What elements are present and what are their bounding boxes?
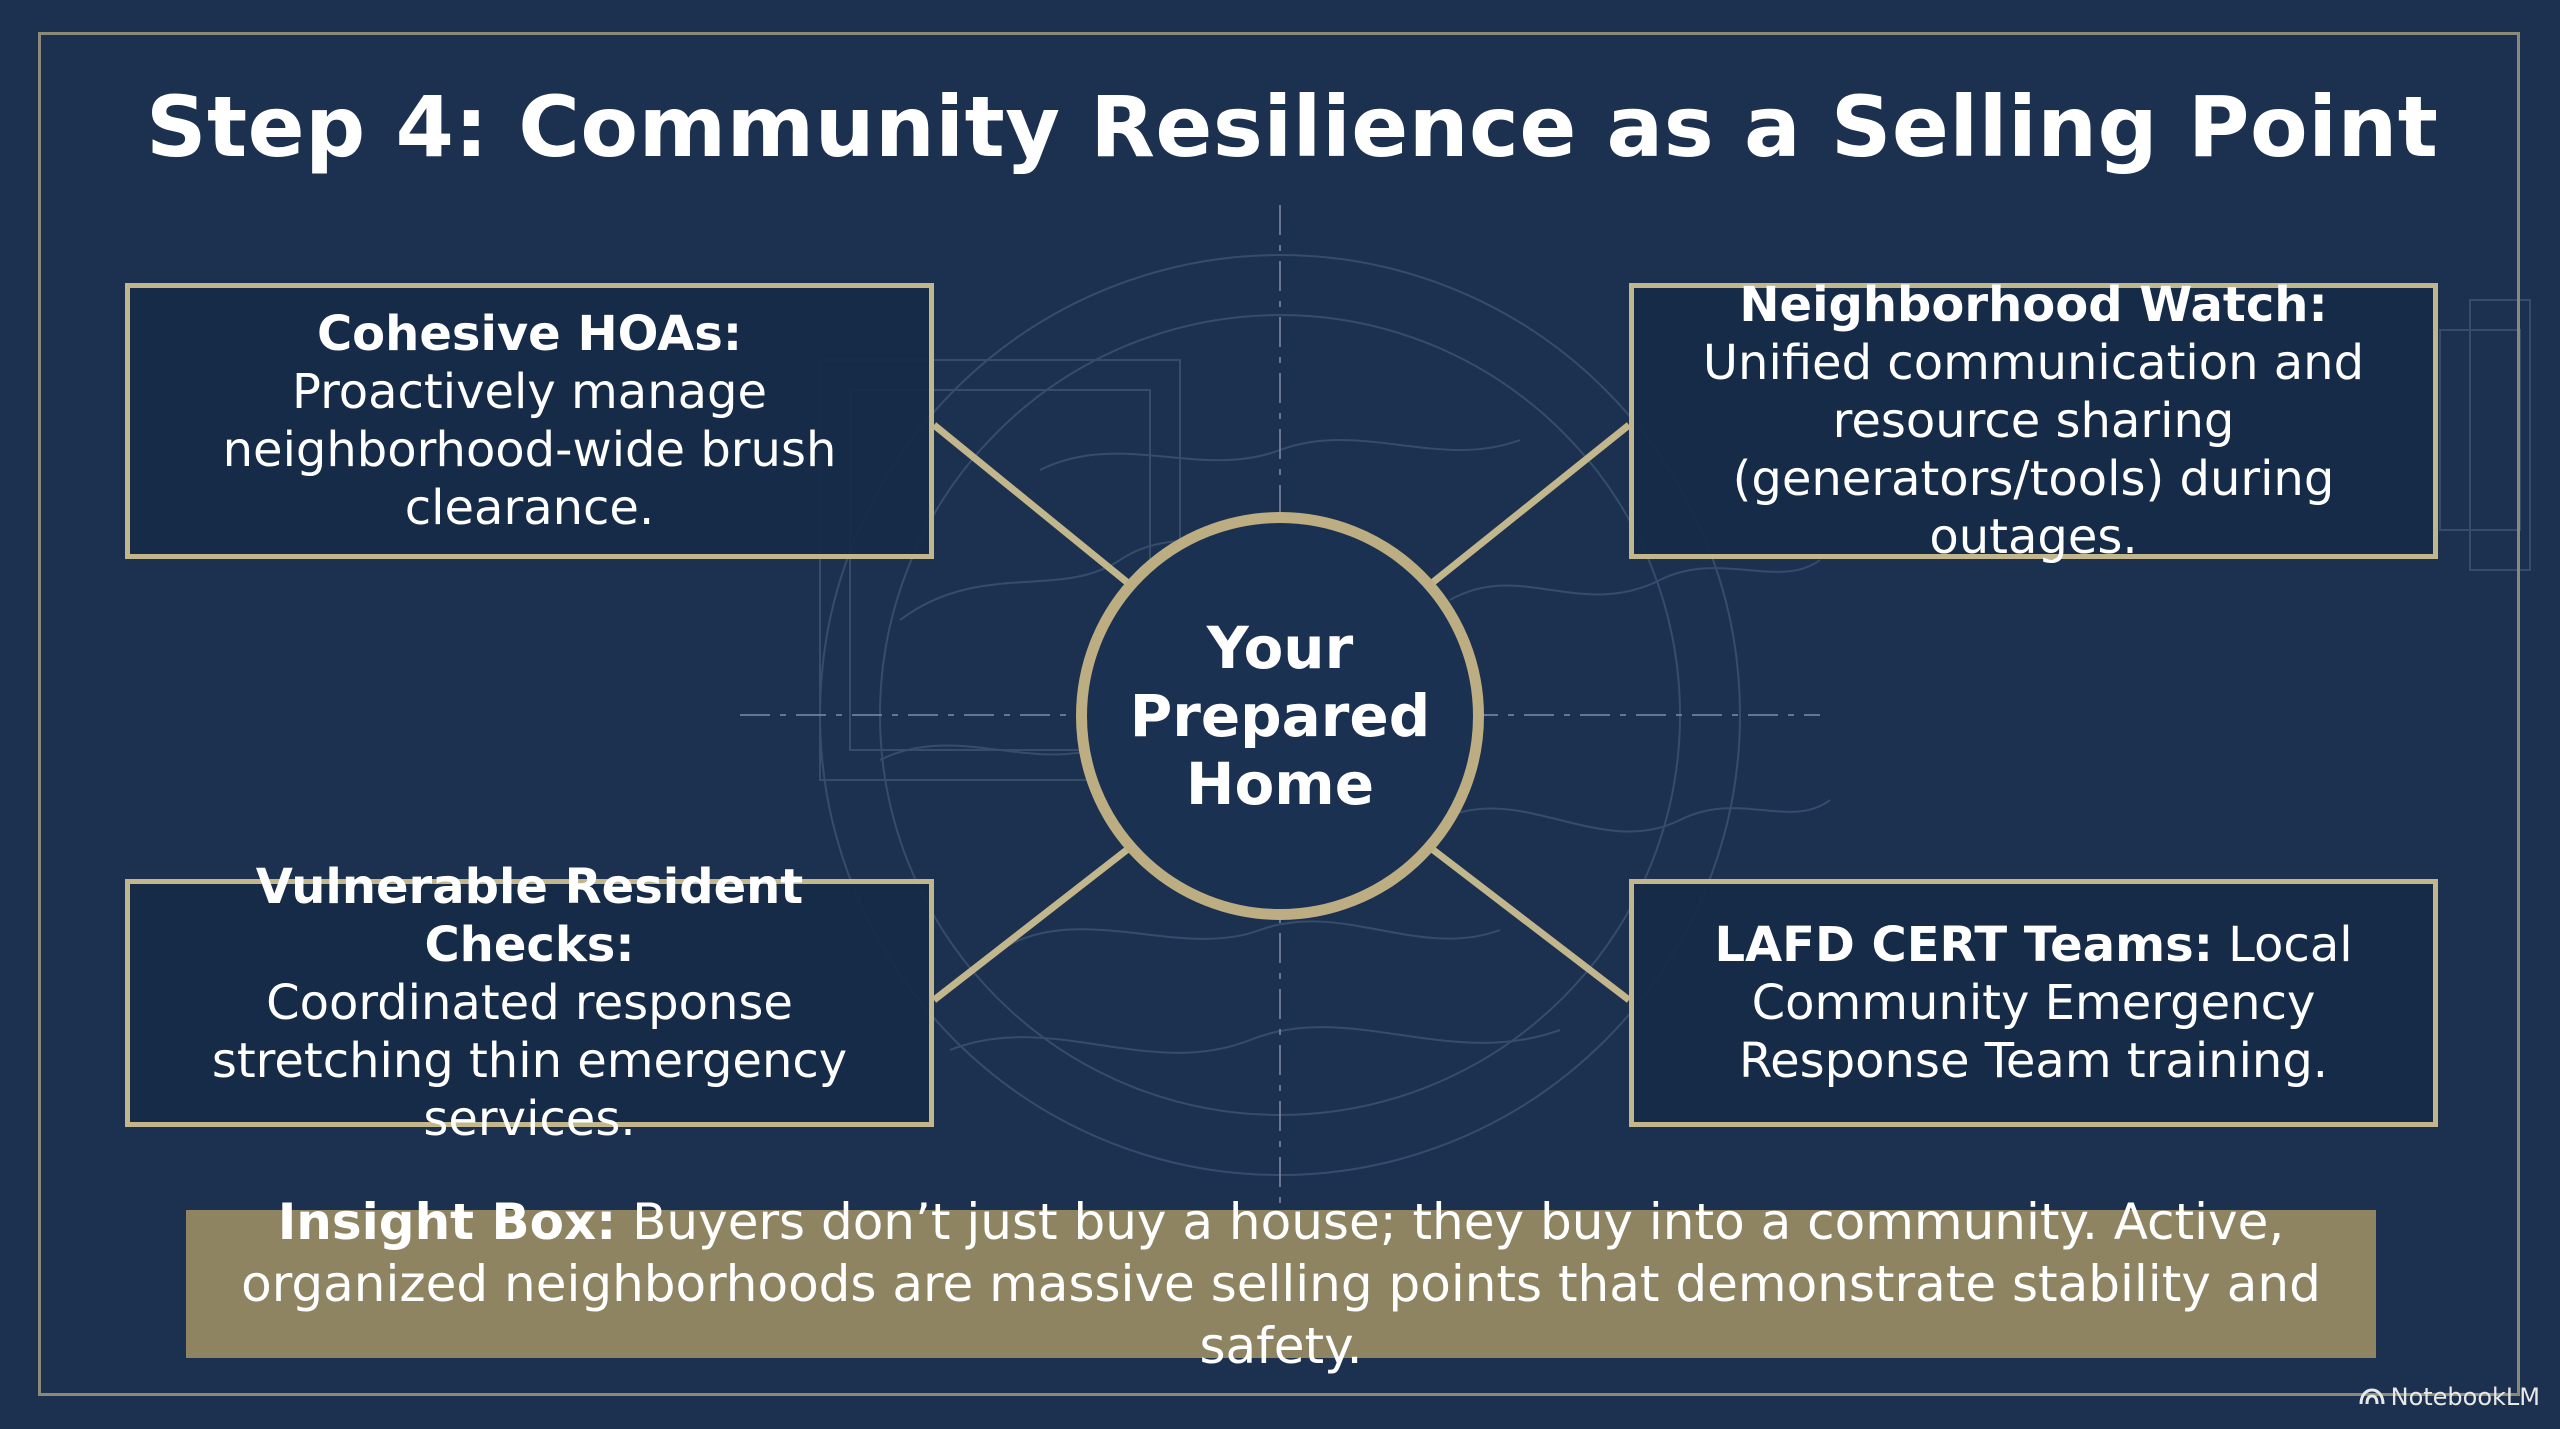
neighborhood-watch-box: Neighborhood Watch: Unified communicatio… <box>1629 277 2438 565</box>
brand-label: NotebookLM <box>2390 1383 2540 1411</box>
insight-box: Insight Box: Buyers don’t just buy a hou… <box>186 1193 2376 1375</box>
hub-line: Prepared <box>1129 682 1431 750</box>
lafd-cert-box: LAFD CERT Teams: Local Community Emergen… <box>1629 879 2438 1127</box>
connector-hoa <box>931 422 1131 586</box>
cert-heading: LAFD CERT Teams: <box>1714 917 2213 973</box>
insight-body: Buyers don’t just buy a house; they buy … <box>241 1193 2321 1375</box>
hoa-box: Cohesive HOAs: Proactively manage neighb… <box>125 283 934 559</box>
watch-heading: Neighborhood Watch: <box>1739 277 2328 333</box>
connector-vuln <box>931 846 1131 1003</box>
watch-body: Unified communication and resource shari… <box>1702 335 2365 565</box>
connector-cert <box>1429 846 1632 1003</box>
slide-frame <box>38 32 2520 1396</box>
hub-circle: Your Prepared Home <box>1076 512 1484 920</box>
slide-title: Step 4: Community Resilience as a Sellin… <box>146 78 2439 176</box>
notebooklm-watermark: NotebookLM <box>2359 1383 2540 1411</box>
cert-body: Local Community Emergency Response Team … <box>1738 917 2353 1089</box>
insight-heading: Insight Box: <box>277 1193 617 1251</box>
notebooklm-logo-icon <box>2359 1388 2385 1405</box>
vulnerable-resident-box: Vulnerable Resident Checks: Coordinated … <box>125 859 934 1147</box>
hub-line: Home <box>1185 750 1375 818</box>
vuln-body: Coordinated response stretching thin eme… <box>211 975 848 1147</box>
hub-line: Your <box>1206 614 1354 682</box>
hoa-heading: Cohesive HOAs: <box>316 306 743 362</box>
hoa-body: Proactively manage neighborhood-wide bru… <box>222 364 837 536</box>
connector-watch <box>1429 422 1632 586</box>
vuln-heading: Vulnerable Resident Checks: <box>255 859 804 973</box>
